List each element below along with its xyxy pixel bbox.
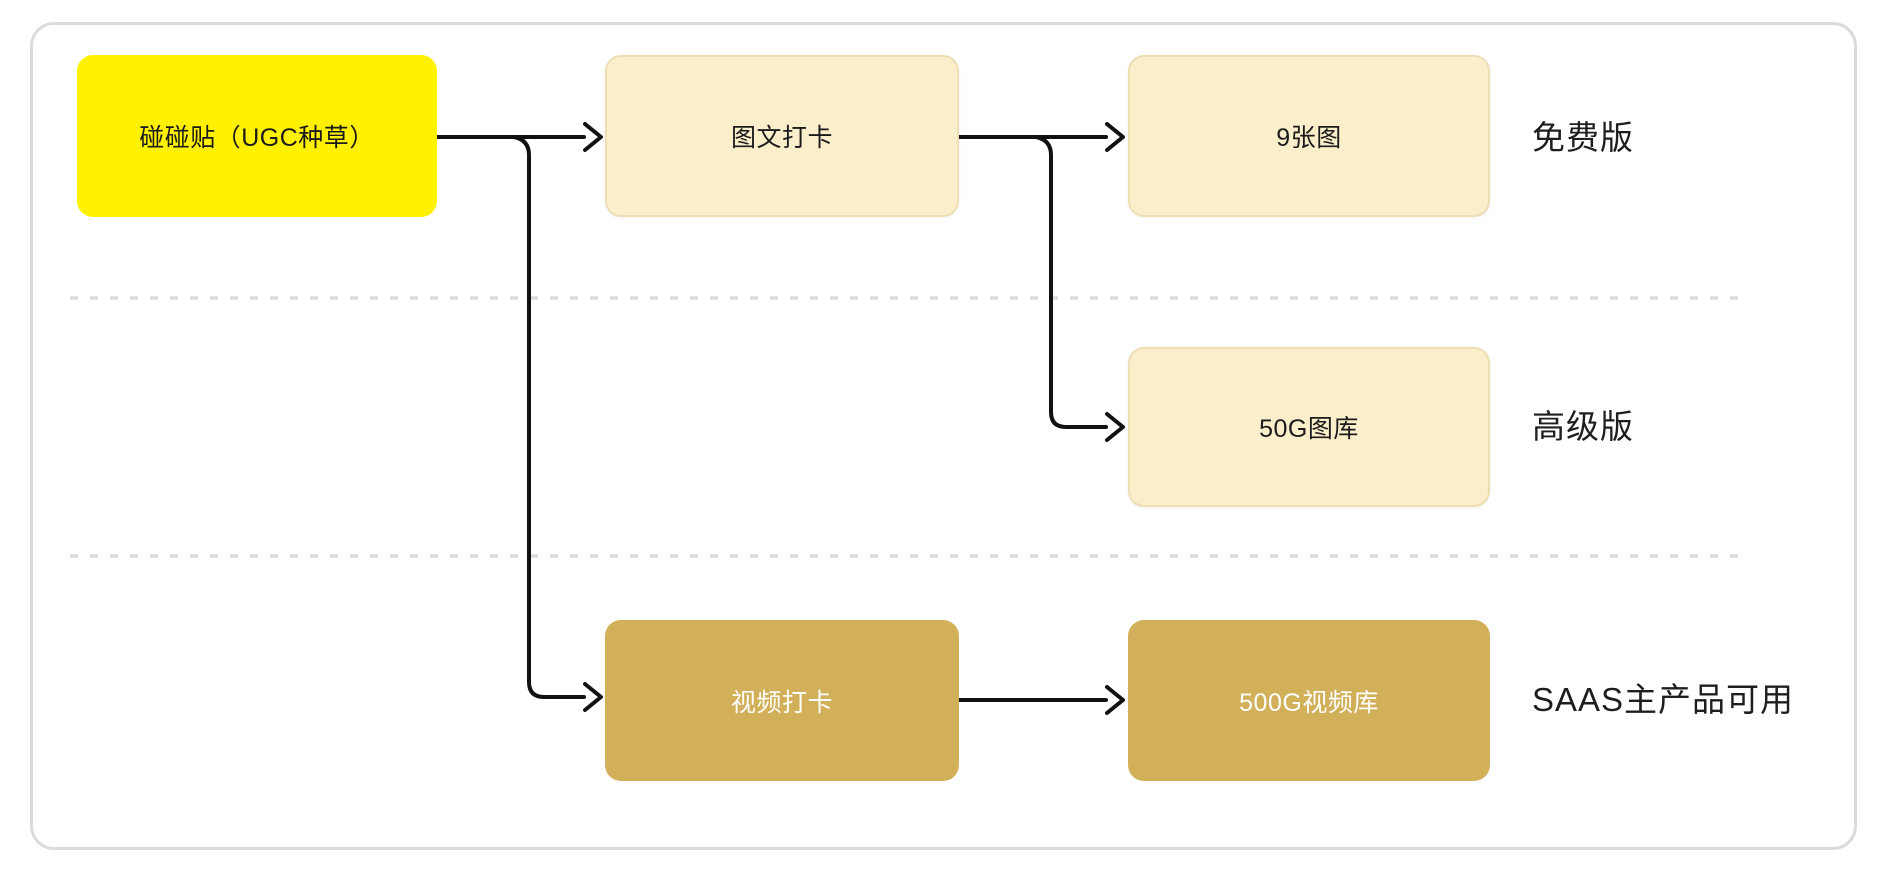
node-nine-photos: 9张图 [1128, 55, 1490, 217]
node-source: 碰碰贴（UGC种草） [77, 55, 437, 217]
node-video-library-500g: 500G视频库 [1128, 620, 1490, 781]
tier-label-saas: SAAS主产品可用 [1532, 681, 1795, 718]
node-nine-photos-label: 9张图 [1276, 124, 1342, 152]
node-photo-library-50g: 50G图库 [1128, 347, 1490, 507]
node-photo-library-50g-label: 50G图库 [1259, 415, 1359, 443]
tier-label-free: 免费版 [1532, 119, 1634, 156]
node-video-library-500g-label: 500G视频库 [1239, 688, 1379, 717]
node-photo-checkin-label: 图文打卡 [730, 124, 833, 152]
node-photo-checkin: 图文打卡 [605, 55, 959, 217]
tier-label-premium: 高级版 [1532, 408, 1634, 445]
node-source-label: 碰碰贴（UGC种草） [139, 124, 375, 152]
node-video-checkin: 视频打卡 [605, 620, 959, 781]
node-video-checkin-label: 视频打卡 [730, 688, 833, 717]
